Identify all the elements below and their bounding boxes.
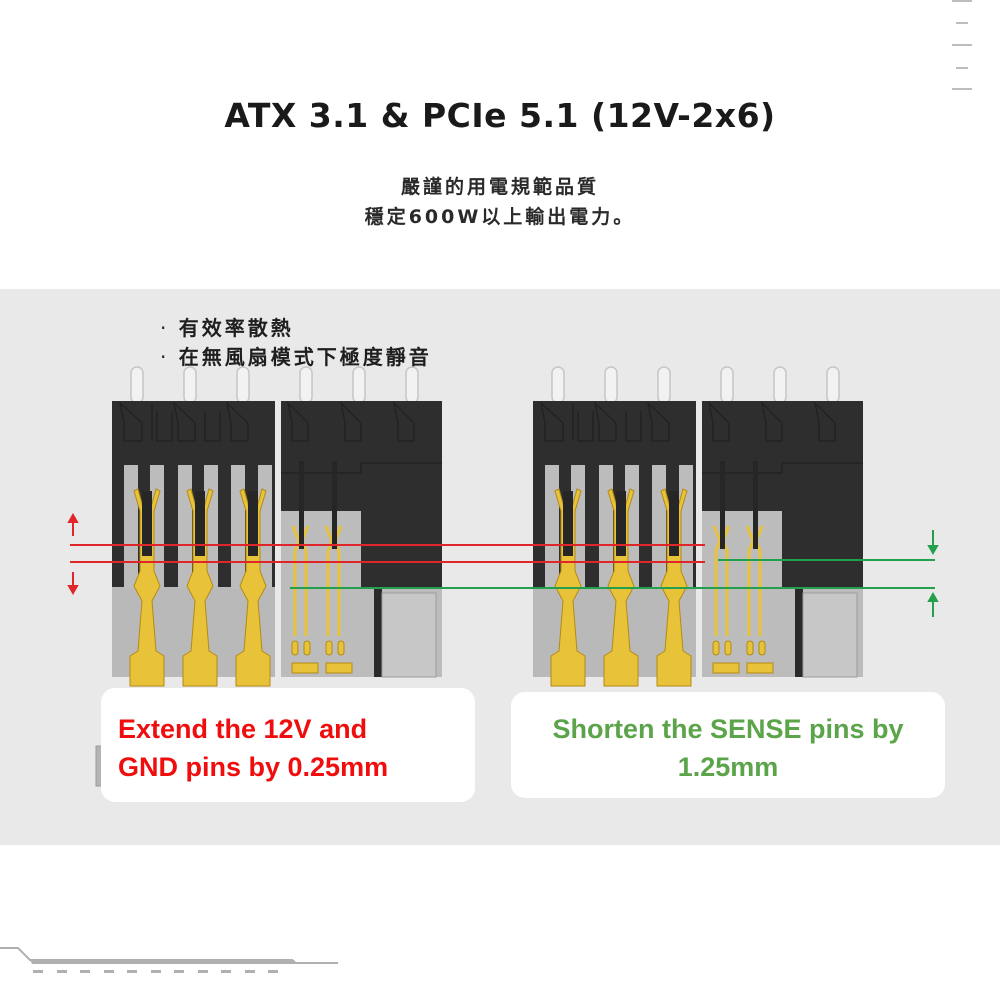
arrow-down-icon bbox=[67, 572, 79, 596]
annotation-line: GND pins by 0.25mm bbox=[118, 752, 389, 782]
footer-decoration bbox=[0, 940, 360, 980]
arrow-down-icon bbox=[927, 530, 939, 556]
extend-pins-annotation: Extend the 12V and GND pins by 0.25mm bbox=[101, 688, 475, 802]
arrow-up-icon bbox=[927, 591, 939, 617]
annotation-line: 1.25mm bbox=[677, 752, 779, 782]
feature-item: 有效率散熱 bbox=[160, 314, 432, 343]
annotation-line: Shorten the SENSE pins by bbox=[552, 714, 904, 744]
feature-list: 有效率散熱 在無風扇模式下極度靜音 bbox=[160, 314, 432, 372]
page-title: ATX 3.1 & PCIe 5.1 (12V-2x6) bbox=[224, 96, 776, 135]
shorten-sense-annotation: Shorten the SENSE pins by 1.25mm bbox=[511, 692, 945, 798]
subtitle-line-2: 穩定600W以上輸出電力。 bbox=[364, 206, 636, 228]
subtitle: 嚴謹的用電規範品質 穩定600W以上輸出電力。 bbox=[0, 172, 1000, 232]
subtitle-line-1: 嚴謹的用電規範品質 bbox=[400, 176, 599, 198]
feature-item: 在無風扇模式下極度靜音 bbox=[160, 343, 432, 372]
annotation-line: Extend the 12V and bbox=[118, 714, 368, 744]
connector-diagram bbox=[67, 365, 939, 788]
arrow-up-icon bbox=[67, 512, 79, 536]
